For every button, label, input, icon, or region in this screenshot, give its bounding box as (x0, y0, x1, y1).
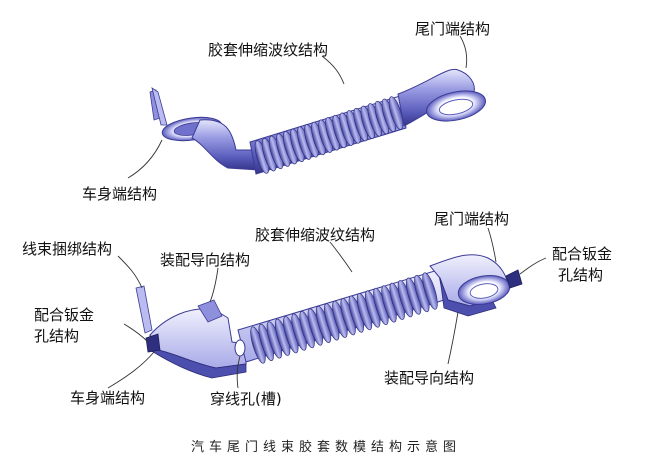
bottom-wire-hole (234, 339, 246, 357)
leader-top-tail (459, 35, 468, 69)
top-body-elbow (191, 119, 259, 171)
label-bottom-body: 车身端结构 (70, 389, 146, 407)
bottom-left-guide (197, 299, 223, 323)
leader-bottom-tail (487, 227, 497, 263)
top-tail-elbow (397, 68, 475, 127)
bottom-bellows-ribs (250, 272, 438, 364)
leader-lines (107, 35, 547, 389)
label-bottom-tail: 尾门端结构 (434, 210, 510, 228)
top-bellows-ribs (254, 96, 404, 174)
bottom-right-clip (505, 269, 523, 289)
label-sheet-hole-left-2: 孔结构 (34, 327, 80, 345)
label-sheet-hole-right-1: 配合钣金 (552, 245, 613, 263)
leader-bottom-bellows (329, 241, 353, 273)
label-top-body: 车身端结构 (82, 185, 158, 203)
leader-guide-right (447, 311, 459, 365)
leader-sheet-right (519, 257, 547, 275)
leader-guide-left (209, 267, 219, 303)
label-wire-hole: 穿线孔(槽) (210, 390, 282, 408)
section-view-model (135, 254, 523, 379)
top-body-tab-rod (151, 87, 168, 126)
label-sheet-hole-right-2: 孔结构 (558, 266, 604, 284)
label-sheet-hole-left-1: 配合钣金 (34, 306, 95, 324)
full-view-model (149, 68, 486, 175)
leader-top-bellows (321, 55, 345, 85)
leader-wire-hole (236, 355, 241, 389)
leader-body-bottom (107, 351, 155, 389)
label-harness-binding: 线束捆绑结构 (22, 240, 113, 258)
bottom-body-channel (149, 308, 247, 369)
label-bottom-bellows: 胶套伸缩波纹结构 (255, 226, 376, 244)
bellows-rib (422, 272, 438, 310)
label-guide-left: 装配导向结构 (160, 251, 251, 269)
label-top-tail: 尾门端结构 (415, 20, 491, 38)
label-top-bellows: 胶套伸缩波纹结构 (208, 41, 329, 59)
label-guide-right: 装配导向结构 (384, 369, 475, 387)
bottom-left-clip (145, 333, 161, 353)
leader-sheet-left (123, 323, 149, 343)
leader-harness (117, 255, 143, 289)
bottom-binding-rod (135, 285, 153, 334)
figure-caption: 汽车尾门线束胶套数模结构示意图 (190, 440, 461, 455)
leader-top-body (127, 139, 163, 179)
